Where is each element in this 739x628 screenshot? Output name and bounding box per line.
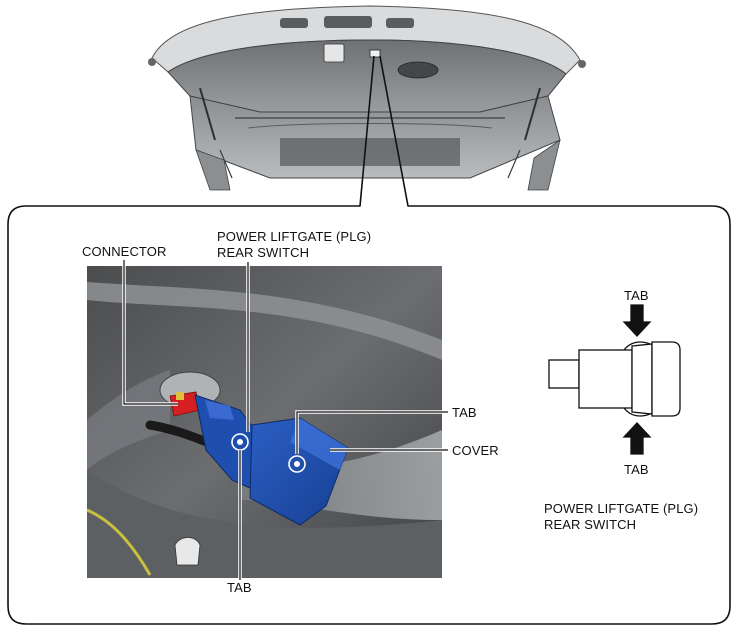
label-tab-bottom: TAB xyxy=(227,580,252,595)
label-side-caption-line1: POWER LIFTGATE (PLG) xyxy=(544,501,699,516)
label-plg-switch-line2: REAR SWITCH xyxy=(217,245,310,260)
liftgate-illustration xyxy=(148,5,586,191)
label-connector: CONNECTOR xyxy=(82,244,167,259)
label-side-caption-line2: REAR SWITCH xyxy=(544,517,637,532)
label-side-tab-top: TAB xyxy=(624,288,649,303)
callout-frame xyxy=(7,55,731,625)
label-tab-right: TAB xyxy=(452,405,477,420)
label-cover: COVER xyxy=(452,443,499,458)
label-plg-switch-line1: POWER LIFTGATE (PLG) xyxy=(217,229,372,244)
leader-lines xyxy=(122,260,448,580)
label-side-tab-bottom: TAB xyxy=(624,462,649,477)
switch-detail-photo xyxy=(86,266,442,578)
switch-side-view xyxy=(548,304,681,455)
